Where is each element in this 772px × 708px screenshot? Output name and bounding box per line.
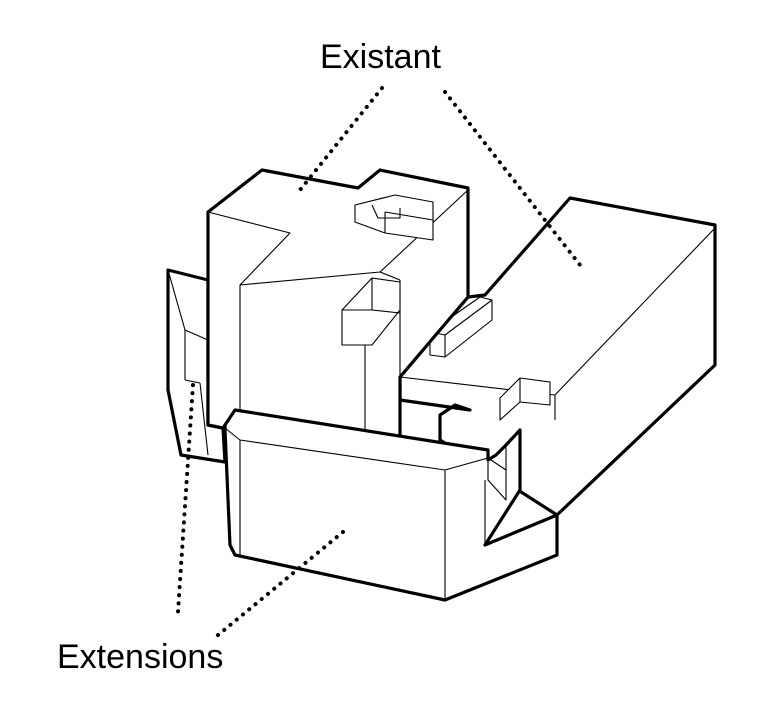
existing-main-block (206, 168, 470, 442)
front-extension (223, 408, 559, 602)
label-existant: Existant (320, 38, 441, 76)
label-extensions: Extensions (57, 638, 224, 676)
leader-extensions-left (176, 383, 195, 614)
leader-existant-left (298, 86, 384, 192)
